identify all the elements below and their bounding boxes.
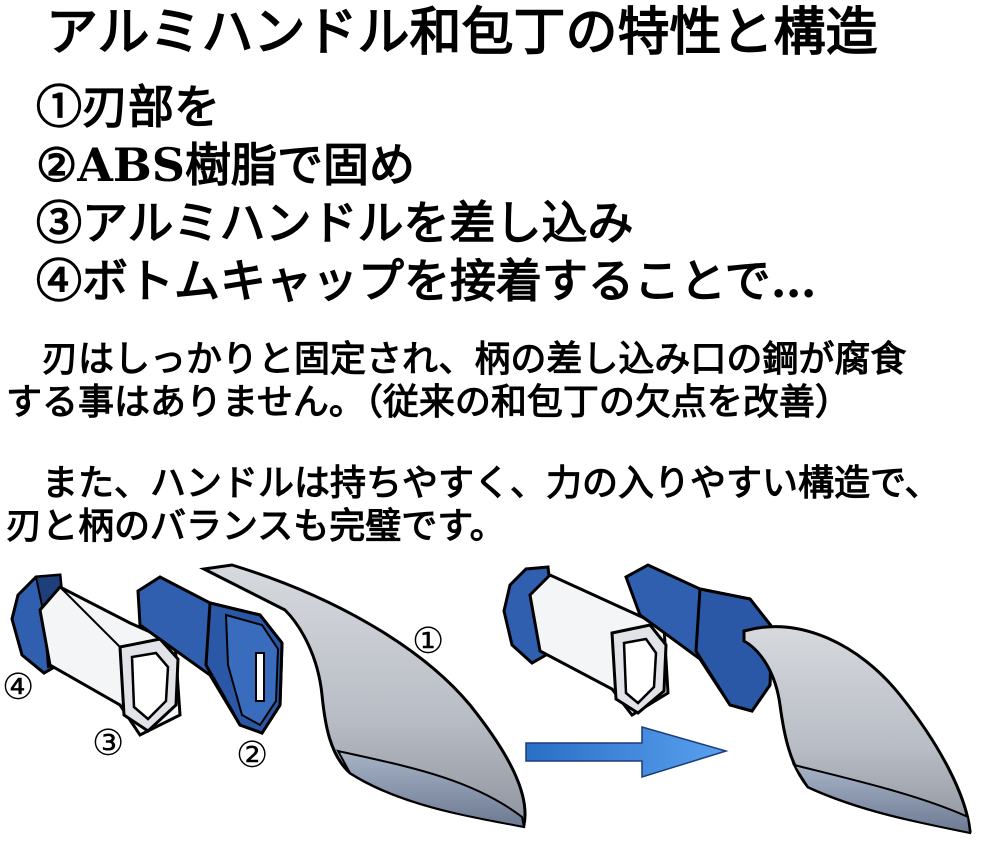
step-1: ①刃部を xyxy=(36,80,220,134)
assembly-arrow-icon xyxy=(525,726,729,779)
paragraph2-line1: また、ハンドルは持ちやすく、力の入りやすい構造で、 xyxy=(42,462,941,504)
label-blade: ① xyxy=(412,621,444,662)
paragraph-corrosion: 刃はしっかりと固定され、柄の差し込み口の鋼が腐食 する事はありません。（従来の和… xyxy=(6,338,986,424)
step-4: ④ボトムキャップを接着することで… xyxy=(36,254,817,308)
label-cap: ④ xyxy=(2,667,34,708)
label-handle: ③ xyxy=(92,723,124,764)
paragraph2-line2: 刃と柄のバランスも完璧です。 xyxy=(6,505,506,547)
knife-structure-diagram: ① ② ③ ④ xyxy=(2,563,972,835)
aluminum-handle-part xyxy=(38,585,182,737)
assembly-steps: ①刃部を ②ABS樹脂で固め ③アルミハンドルを差し込み ④ボトムキャップを接着… xyxy=(36,78,817,310)
label-resin: ② xyxy=(236,735,268,776)
blade-part xyxy=(199,563,527,829)
page-title: アルミハンドル和包丁の特性と構造 xyxy=(46,2,878,63)
step-2: ②ABS樹脂で固め xyxy=(36,138,416,192)
paragraph-balance: また、ハンドルは持ちやすく、力の入りやすい構造で、 刃と柄のバランスも完璧です。 xyxy=(6,462,986,548)
abs-resin-part xyxy=(136,575,284,735)
paragraph1-line1: 刃はしっかりと固定され、柄の差し込み口の鋼が腐食 xyxy=(42,338,907,380)
assembled-knife xyxy=(502,563,972,835)
paragraph1-line2: する事はありません。（従来の和包丁の欠点を改善） xyxy=(6,381,851,423)
step-3: ③アルミハンドルを差し込み xyxy=(36,196,634,250)
